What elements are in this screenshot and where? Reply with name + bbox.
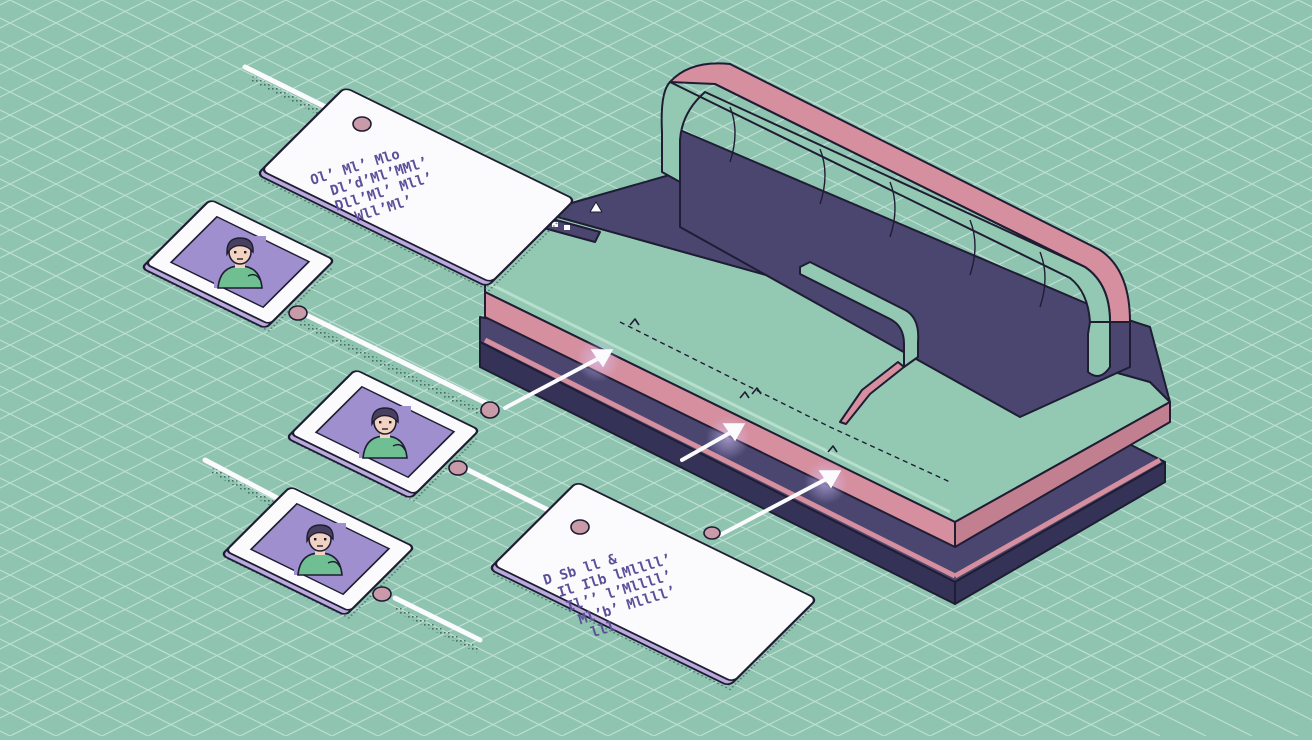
grid-line: [0, 523, 425, 737]
grid-line: [0, 477, 517, 737]
grid-line: [0, 0, 563, 282]
grid-line: [0, 0, 1023, 512]
avatar-card: [287, 370, 479, 504]
grid-line: [0, 684, 103, 737]
grid-line: [0, 500, 471, 737]
grid-line: [0, 661, 149, 737]
grid-line: [0, 454, 563, 737]
grid-line: [0, 431, 609, 737]
grid-line: [0, 385, 701, 737]
grid-line: [1205, 0, 1312, 54]
grid-line: [837, 0, 1312, 238]
grid-line: [0, 0, 287, 144]
grid-line: [745, 452, 1312, 737]
grid-line: [0, 0, 747, 374]
grid-line: [0, 0, 839, 420]
note-card: [258, 88, 575, 293]
grid-line: [0, 0, 103, 52]
grid-line: [0, 0, 379, 190]
pin-connector-icon: [288, 116, 721, 602]
grid-line: [0, 0, 1115, 558]
grid-line: [0, 0, 1207, 604]
grid-line: [0, 0, 425, 213]
person-portrait-icon: [293, 522, 347, 576]
grid-line: [0, 0, 977, 489]
grid-line: [791, 0, 1312, 261]
grid-line: [653, 0, 1312, 330]
sewing-machine-illustration: [479, 62, 1171, 605]
grid-line: [883, 521, 1312, 737]
grid-line: [0, 0, 471, 236]
grid-line: [0, 592, 287, 737]
grid-line: [0, 0, 793, 397]
grid-line: [699, 0, 1312, 307]
note-text-line: lll: [589, 619, 618, 642]
grid-line: [0, 0, 931, 466]
grid-line: [607, 0, 1312, 353]
grid-line: [0, 0, 701, 351]
grid-line: [1297, 0, 1312, 8]
grid-line: [975, 567, 1312, 737]
grid-line: [0, 546, 379, 737]
grid-line: [607, 383, 1312, 737]
grid-line: [837, 498, 1312, 737]
person-portrait-icon: [358, 405, 412, 459]
avatar-card: [222, 487, 414, 621]
grid-line: [883, 0, 1312, 215]
grid-line: [1021, 590, 1312, 737]
grid-line: [699, 429, 1312, 737]
grid-line: [0, 0, 195, 98]
grid-line: [1021, 0, 1312, 146]
grid-line: [745, 0, 1312, 284]
grid-line: [0, 0, 517, 259]
arrow-up-right-icon: [503, 349, 842, 537]
grid-line: [0, 0, 885, 443]
grid-line: [929, 0, 1312, 192]
grid-line: [0, 569, 333, 737]
grid-line: [0, 0, 333, 167]
grid-line: [791, 475, 1312, 737]
grid-line: [0, 0, 149, 75]
person-portrait-icon: [213, 235, 267, 289]
grid-line: [653, 406, 1312, 737]
grid-line: [929, 544, 1312, 737]
avatar-card: [142, 200, 334, 334]
grid-line: [0, 0, 1161, 581]
grid-line: [975, 0, 1312, 169]
grid-line: [0, 638, 195, 737]
